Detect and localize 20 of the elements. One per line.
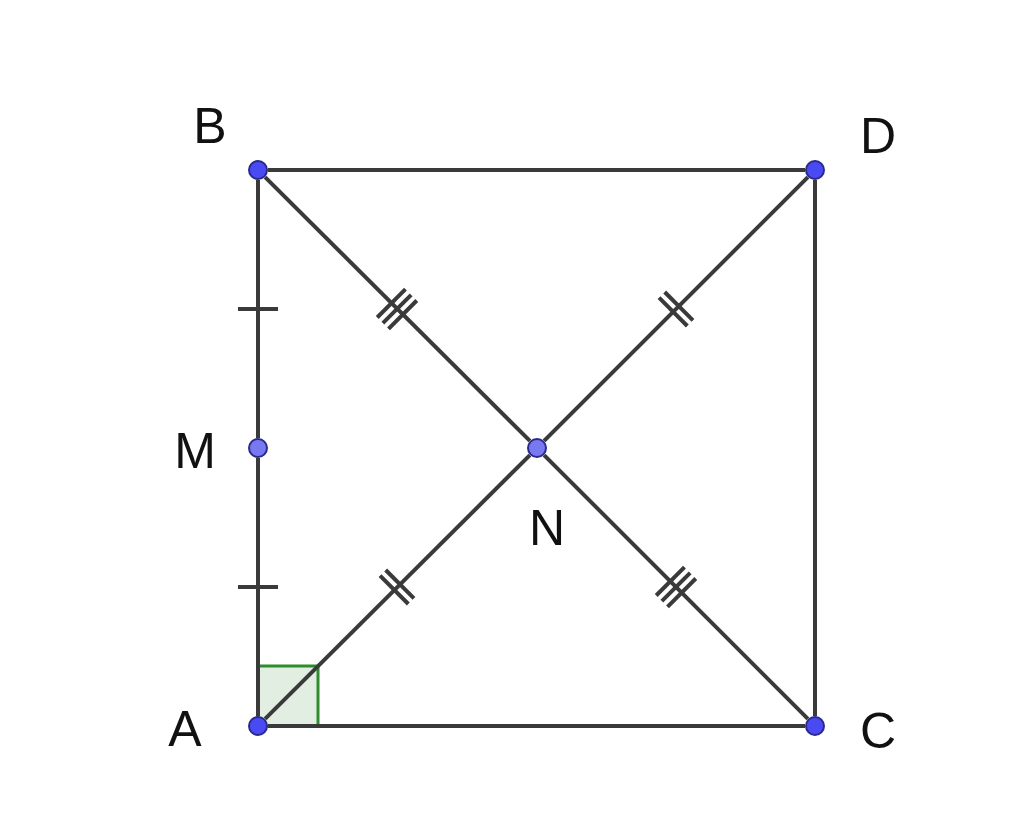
point-label: D bbox=[859, 111, 897, 161]
point-label: A bbox=[168, 704, 202, 754]
line-segment bbox=[256, 458, 260, 716]
point-dot bbox=[805, 716, 825, 736]
point-label: N bbox=[528, 503, 566, 553]
point-label: C bbox=[859, 706, 897, 756]
line-segment bbox=[268, 168, 805, 172]
line-segment bbox=[542, 175, 810, 443]
line-segment bbox=[263, 175, 532, 443]
line-segment bbox=[268, 724, 805, 728]
point-label: M bbox=[174, 426, 216, 476]
line-segment bbox=[263, 453, 532, 721]
point-label: B bbox=[193, 101, 227, 151]
line-segment bbox=[813, 180, 817, 716]
point-dot bbox=[248, 716, 268, 736]
line-segment bbox=[542, 453, 810, 721]
line-segment bbox=[256, 180, 260, 438]
point-dot bbox=[805, 160, 825, 180]
point-dot bbox=[248, 438, 268, 458]
point-dot bbox=[248, 160, 268, 180]
